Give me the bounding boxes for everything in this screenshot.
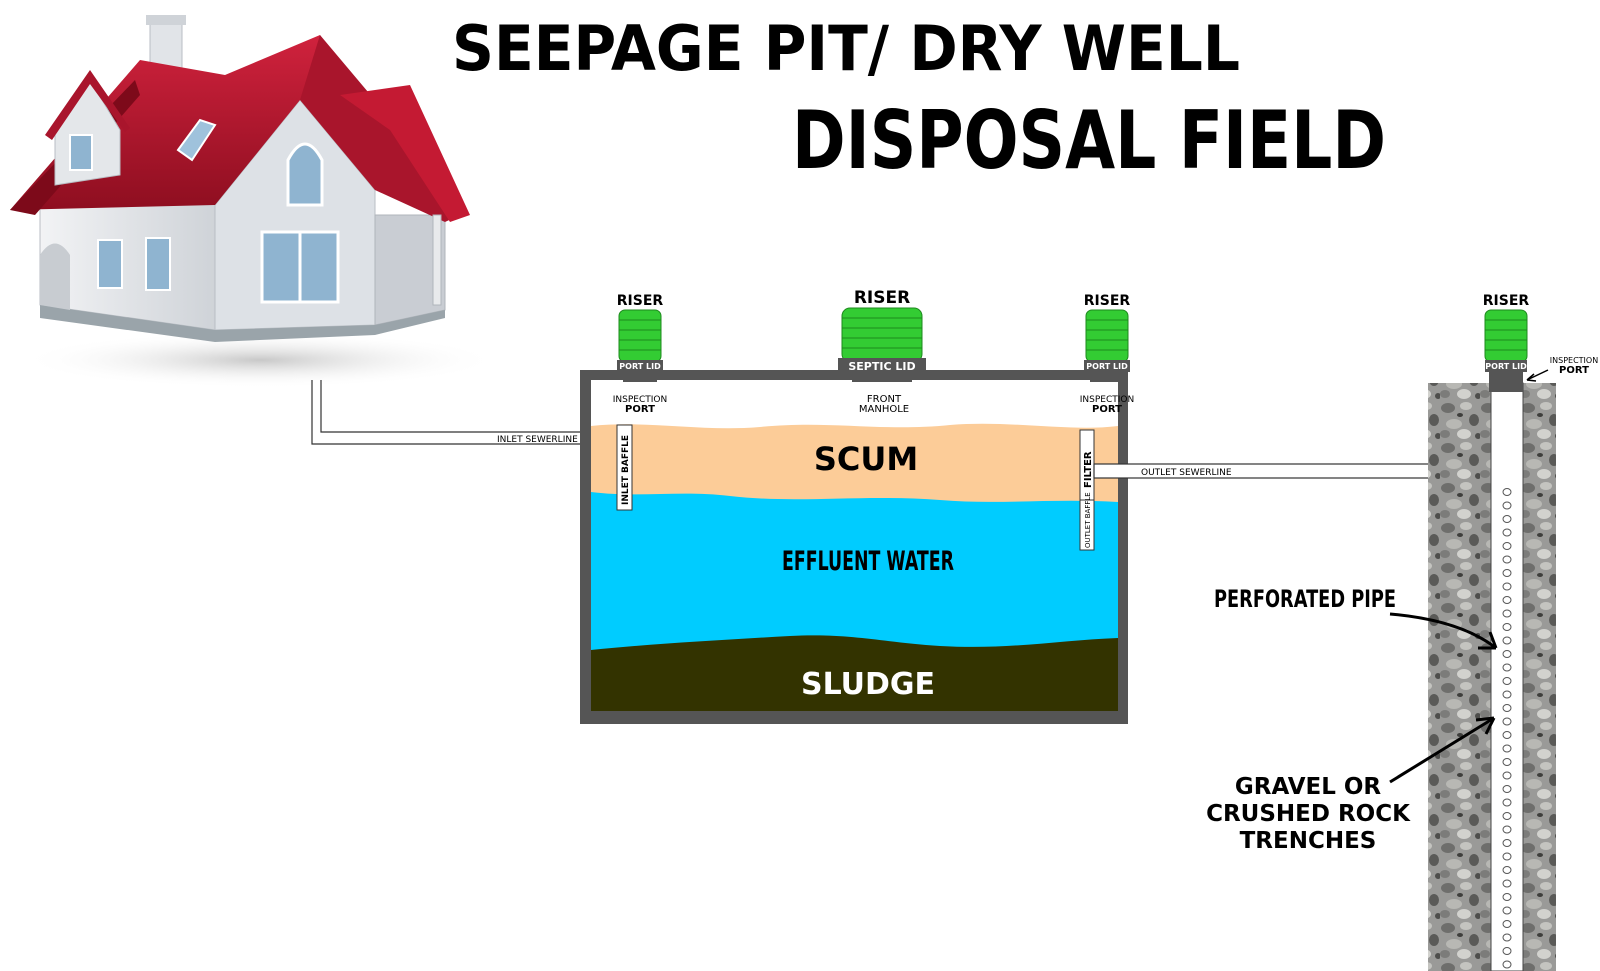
pipe-hole xyxy=(1502,852,1512,861)
sludge-layer xyxy=(591,635,1118,711)
pipe-hole xyxy=(1502,623,1512,631)
gravel-label-2: CRUSHED ROCK xyxy=(1206,801,1411,827)
pipe-hole xyxy=(1502,582,1512,591)
riser-pit-port-1: INSPECTION xyxy=(1550,356,1598,365)
pipe-hole xyxy=(1502,866,1512,874)
outlet-filter: FILTER OUTLET BAFFLE xyxy=(1079,429,1095,551)
pipe-hole xyxy=(1502,677,1512,685)
pipe-hole xyxy=(1502,528,1512,537)
inspection-port-arrow xyxy=(1526,369,1549,382)
pipe-hole xyxy=(1502,947,1512,955)
inlet-sewerline-label: INLET SEWERLINE xyxy=(497,435,578,445)
pipe-hole xyxy=(1502,839,1512,847)
pipe-hole xyxy=(1502,798,1512,807)
perforated-pipe-arrow xyxy=(1389,612,1497,650)
inlet-baffle-label: INLET BAFFLE xyxy=(621,435,631,505)
riser-center-port-1: FRONT xyxy=(867,394,902,405)
riser-right-label: RISER xyxy=(1084,293,1131,309)
riser-left-port-2: PORT xyxy=(625,404,655,415)
effluent-label: EFFLUENT WATER xyxy=(782,546,954,577)
pipe-hole xyxy=(1502,879,1512,888)
pipe-hole xyxy=(1502,771,1512,780)
pipe-hole xyxy=(1502,555,1512,564)
pipe-hole xyxy=(1502,488,1512,496)
pipe-hole xyxy=(1502,731,1512,739)
pipe-hole xyxy=(1502,960,1512,969)
riser-pit-port-2: PORT xyxy=(1559,365,1589,376)
title-line-1: SEEPAGE PIT/ DRY WELL xyxy=(452,12,1240,85)
pipe-hole xyxy=(1502,542,1512,550)
riser-pit-lid: PORT LID xyxy=(1485,362,1527,371)
riser-right-port-1: INSPECTION xyxy=(1080,395,1134,405)
riser-left-lid: PORT LID xyxy=(619,362,661,371)
seepage-pit xyxy=(1428,382,1556,971)
scum-label: SCUM xyxy=(814,440,918,478)
riser-center-port-2: MANHOLE xyxy=(859,404,909,415)
pipe-hole xyxy=(1502,569,1512,577)
gravel-label-3: TRENCHES xyxy=(1240,828,1377,854)
pipe-hole xyxy=(1502,812,1512,820)
pipe-hole xyxy=(1502,758,1512,766)
riser-center-lid: SEPTIC LID xyxy=(848,360,915,373)
riser-right-port-2: PORT xyxy=(1092,404,1122,415)
perforated-pipe-label: PERFORATED PIPE xyxy=(1214,585,1396,613)
pipe-hole xyxy=(1502,893,1512,901)
pipe-hole xyxy=(1502,690,1512,699)
pipe-hole xyxy=(1502,596,1512,604)
inlet-baffle: INLET BAFFLE xyxy=(616,424,633,511)
sludge-label: SLUDGE xyxy=(801,667,935,702)
gravel-arrow xyxy=(1389,716,1495,784)
outlet-sewerline-label: OUTLET SEWERLINE xyxy=(1141,468,1232,478)
house-illustration xyxy=(10,15,500,388)
riser-left-label: RISER xyxy=(617,293,664,309)
gravel-label-1: GRAVEL OR xyxy=(1235,774,1382,800)
pipe-hole xyxy=(1502,636,1512,645)
riser-center xyxy=(838,307,926,382)
pipe-hole xyxy=(1502,650,1512,658)
pipe-hole xyxy=(1502,906,1512,915)
riser-pit-label: RISER xyxy=(1483,293,1530,309)
riser-pit xyxy=(1484,309,1528,392)
perforated-pipe-holes xyxy=(1502,488,1512,969)
riser-right-lid: PORT LID xyxy=(1086,362,1128,371)
pipe-hole xyxy=(1502,744,1512,753)
pipe-hole xyxy=(1502,785,1512,793)
pipe-hole xyxy=(1502,825,1512,834)
title-line-2: DISPOSAL FIELD xyxy=(792,94,1386,187)
septic-tank xyxy=(580,370,1128,724)
pipe-hole xyxy=(1502,515,1512,523)
pipe-hole xyxy=(1502,717,1512,726)
pipe-hole xyxy=(1502,501,1512,510)
scum-layer xyxy=(591,423,1118,502)
pipe-hole xyxy=(1502,704,1512,712)
outlet-baffle-label: OUTLET BAFFLE xyxy=(1084,492,1092,548)
riser-right xyxy=(1084,309,1130,382)
riser-left xyxy=(617,309,663,382)
pipe-hole xyxy=(1502,663,1512,672)
pipe-hole xyxy=(1502,609,1512,618)
pipe-hole xyxy=(1502,920,1512,928)
pipe-hole xyxy=(1502,933,1512,942)
riser-center-label: RISER xyxy=(854,288,910,308)
filter-label: FILTER xyxy=(1083,451,1094,488)
riser-left-port-1: INSPECTION xyxy=(613,395,667,405)
